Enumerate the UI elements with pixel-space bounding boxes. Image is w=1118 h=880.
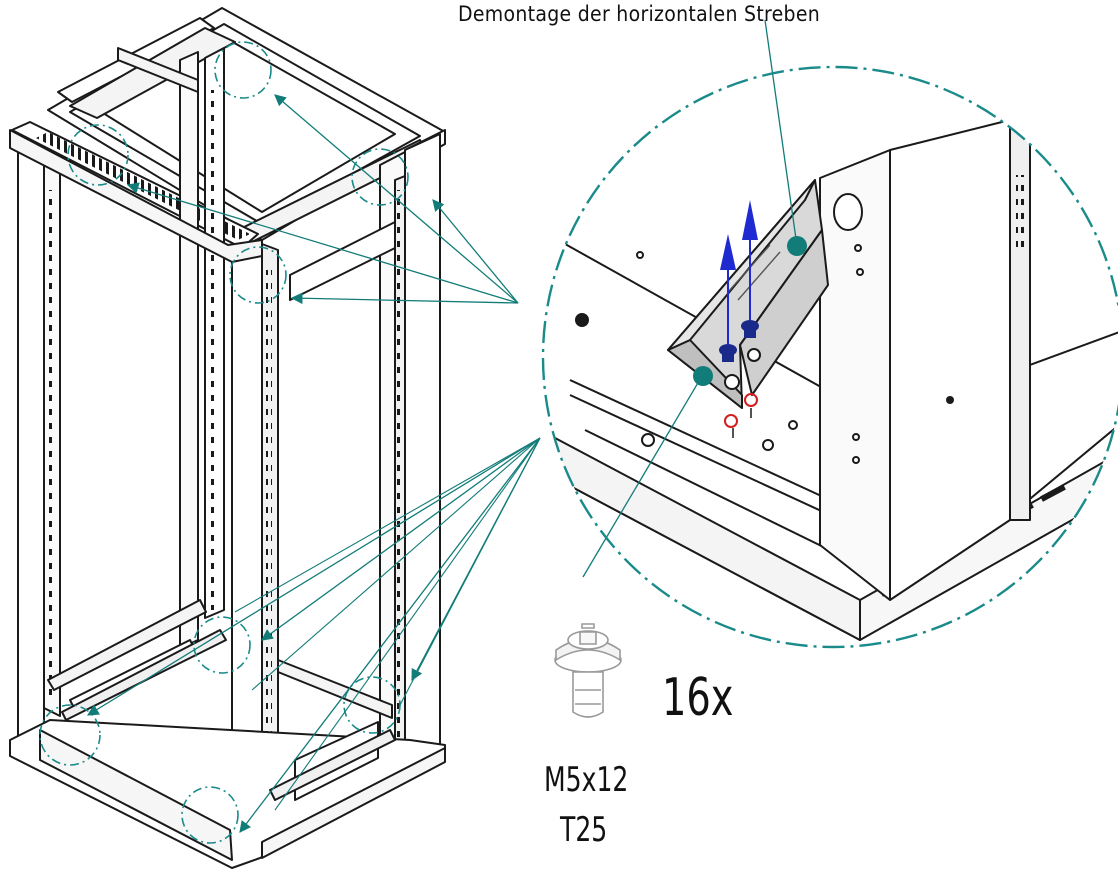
title-leader (764, 19, 798, 247)
detail-circle-outline (541, 65, 1118, 649)
screw-leader (582, 375, 703, 578)
rack-frame (9, 7, 446, 869)
instruction-title: Demontage der horizontalen Streben (458, 2, 821, 26)
pin-ticks (732, 408, 752, 438)
callout-arrows (87, 94, 541, 833)
detail-callout (541, 19, 1118, 649)
rack-detail-markers (39, 41, 409, 844)
highlight-circles (724, 393, 758, 428)
callout-dot-rail (787, 236, 807, 256)
screw-drive-label: T25 (560, 810, 608, 850)
screw-size-label: M5x12 (544, 760, 629, 800)
detail-screws (719, 320, 759, 362)
callout-dot-screw (693, 366, 713, 386)
callout-fan-lines (234, 437, 541, 811)
screw-quantity-label: 16x (662, 668, 734, 728)
screw-m5x12-t25-icon (554, 623, 622, 718)
lift-arrows (720, 200, 758, 345)
